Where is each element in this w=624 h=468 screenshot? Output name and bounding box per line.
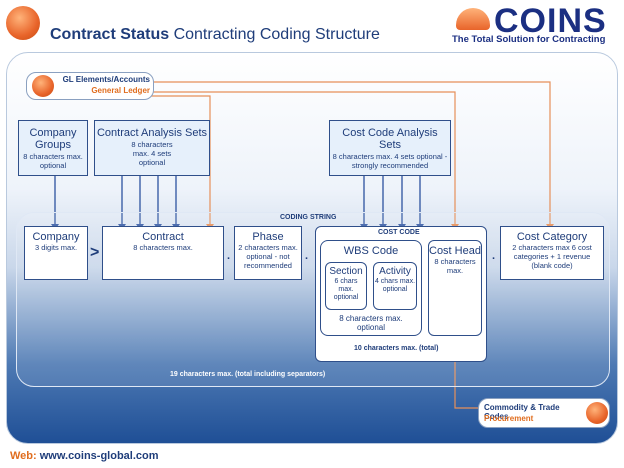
- phase-title: Phase: [252, 231, 284, 243]
- string-total: 19 characters max. (total including sepa…: [170, 371, 326, 378]
- section-title: Section: [329, 266, 363, 277]
- section-desc: 6 chars max. optional: [333, 278, 359, 301]
- contract-analysis-desc: 8 characters max. 4 sets optional: [131, 140, 173, 167]
- page-title: Contract Status Contracting Coding Struc…: [50, 26, 380, 43]
- scales-icon: [32, 75, 54, 97]
- cost-head-desc: 8 characters max.: [434, 257, 476, 275]
- contract-desc: 8 characters max.: [133, 243, 193, 252]
- footer-web-label: Web:: [10, 450, 37, 462]
- phase-box: Phase 2 characters max. optional - not r…: [234, 226, 302, 280]
- coins-tagline: The Total Solution for Contracting: [452, 34, 606, 45]
- company-groups-title: Company Groups: [29, 127, 77, 151]
- cost-category-desc: 2 characters max 6 cost categories + 1 r…: [512, 243, 592, 270]
- cost-category-title: Cost Category: [516, 231, 588, 243]
- company-title: Company: [32, 231, 80, 243]
- activity-box: Activity 4 chars max. optional: [373, 262, 417, 310]
- cost-code-analysis-desc: 8 characters max. 4 sets optional - stro…: [332, 152, 448, 170]
- phase-desc: 2 characters max. optional - not recomme…: [238, 243, 298, 270]
- footer-web-link[interactable]: www.coins-global.com: [39, 450, 159, 462]
- activity-title: Activity: [379, 266, 411, 277]
- coding-string-label: CODING STRING: [280, 214, 337, 221]
- section-box: Section 6 chars max. optional: [325, 262, 367, 310]
- gl-title: GL Elements/Accounts: [62, 75, 150, 84]
- wbs-desc: 8 characters max. optional: [339, 314, 403, 332]
- activity-desc: 4 chars max. optional: [374, 278, 416, 293]
- contract-analysis-title: Contract Analysis Sets: [96, 127, 208, 139]
- company-desc: 3 digits max.: [34, 243, 78, 252]
- cost-head-box: Cost Head 8 characters max.: [428, 240, 482, 336]
- gl-subtitle: General Ledger: [91, 86, 150, 95]
- contract-title: Contract: [142, 231, 184, 243]
- cost-code-total: 10 characters max. (total): [354, 345, 439, 352]
- separator-dot-2: .: [305, 250, 309, 262]
- cost-code-label: COST CODE: [378, 229, 420, 236]
- commodity-subtitle: Procurement: [484, 414, 534, 423]
- contract-box: Contract 8 characters max.: [102, 226, 224, 280]
- company-groups-desc: 8 characters max. optional: [23, 152, 83, 170]
- company-box: Company 3 digits max.: [24, 226, 88, 280]
- cost-category-box: Cost Category 2 characters max 6 cost ca…: [500, 226, 604, 280]
- cost-code-analysis-box: Cost Code Analysis Sets 8 characters max…: [329, 120, 451, 176]
- separator-arrow: >: [90, 244, 100, 261]
- coins-logo-text: COINS: [494, 2, 607, 40]
- commodity-title: Commodity & Trade Codes: [484, 403, 560, 421]
- contract-analysis-box: Contract Analysis Sets 8 characters max.…: [94, 120, 210, 176]
- cost-code-analysis-title: Cost Code Analysis Sets: [342, 127, 438, 151]
- separator-dot-3: .: [492, 250, 496, 262]
- wbs-title: WBS Code: [343, 245, 399, 257]
- scales-logo-icon: [6, 6, 40, 40]
- separator-dot-1: .: [227, 250, 231, 262]
- coins-hardhat-icon: [456, 8, 490, 30]
- company-groups-box: Company Groups 8 characters max. optiona…: [18, 120, 88, 176]
- cost-head-title: Cost Head: [429, 245, 481, 257]
- shopping-cart-icon: [586, 402, 608, 424]
- footer-web: Web: www.coins-global.com: [10, 450, 159, 462]
